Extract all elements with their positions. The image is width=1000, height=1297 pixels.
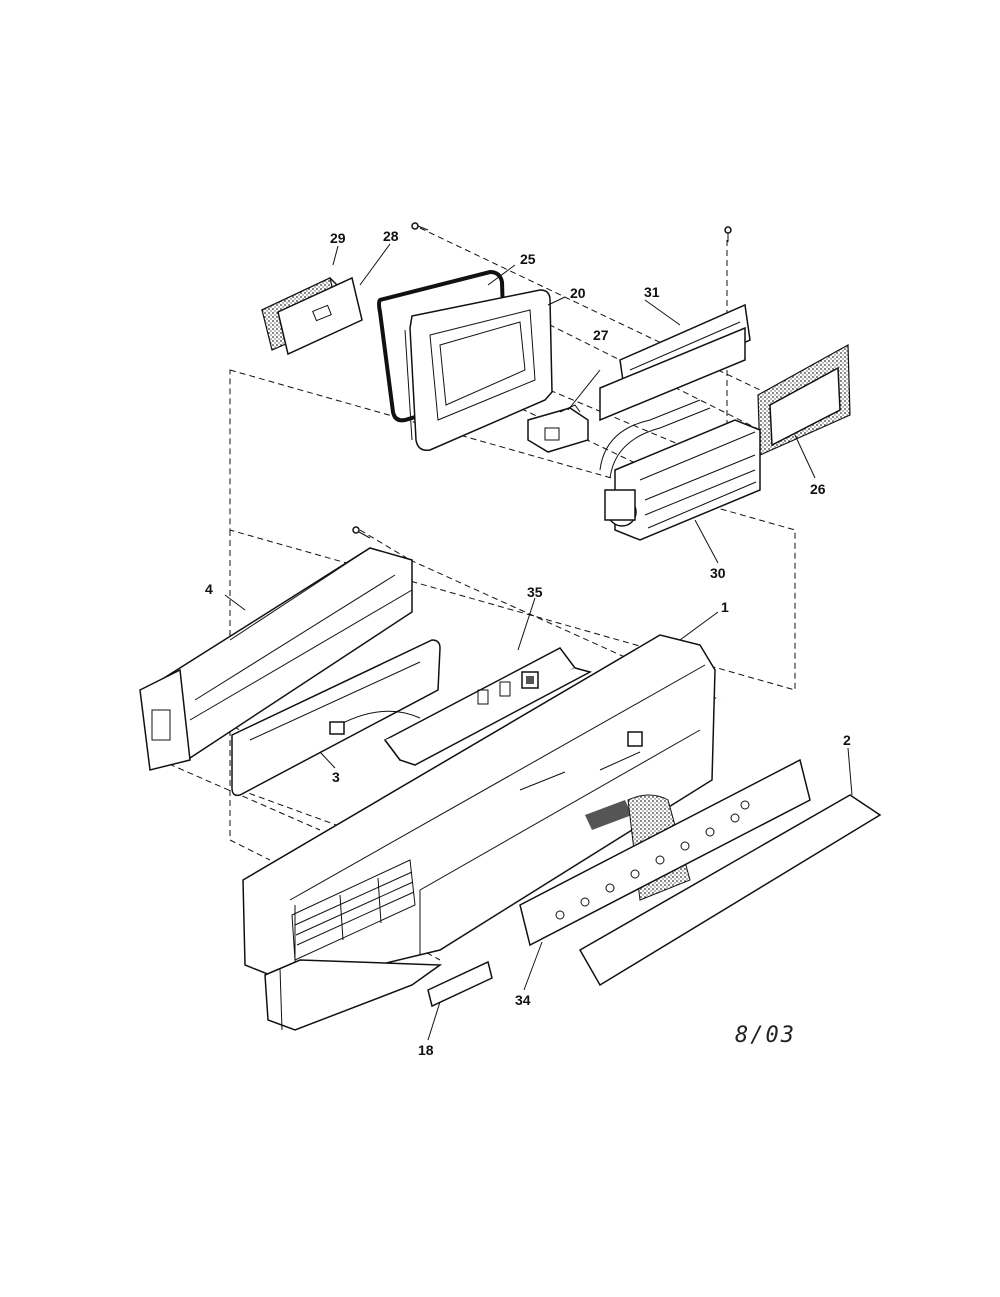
callout-27: 27 (593, 327, 609, 343)
callout-labels: 29 28 25 20 31 27 26 30 4 35 1 3 2 34 18 (205, 228, 851, 1058)
part-27-switch (527, 404, 589, 453)
part-4-duct-housing (139, 547, 413, 771)
keypad-buttons (555, 800, 750, 920)
callout-29: 29 (330, 230, 346, 246)
callout-4: 4 (205, 581, 213, 597)
vent-grille (291, 859, 416, 961)
callout-34: 34 (515, 992, 531, 1008)
part-18-badge (427, 960, 493, 1008)
callout-35: 35 (527, 584, 543, 600)
callout-25: 25 (520, 251, 536, 267)
part-31-vent-channel (599, 303, 751, 422)
part-34-keypad-panel (519, 758, 811, 947)
part-2-trim-strip (578, 794, 882, 987)
callout-20: 20 (570, 285, 586, 301)
part-3-control-board (231, 639, 441, 797)
callout-2: 2 (843, 732, 851, 748)
part-1-console-body (242, 634, 716, 1031)
screw-top-left-icon (411, 222, 429, 231)
part-35-electronic-board (383, 647, 593, 766)
callout-30: 30 (710, 565, 726, 581)
screw-left-icon (352, 526, 371, 539)
part-26-filter (757, 343, 851, 456)
part-28-cover-plate (277, 276, 363, 356)
part-30-blower (599, 399, 761, 541)
part-20-door-frame (404, 289, 553, 452)
screw-top-right-icon (724, 226, 732, 242)
callout-1: 1 (721, 599, 729, 615)
date-mark: 8/03 (735, 1023, 796, 1048)
callout-26: 26 (810, 481, 826, 497)
callout-31: 31 (644, 284, 660, 300)
callout-28: 28 (383, 228, 399, 244)
callout-3: 3 (332, 769, 340, 785)
callout-18: 18 (418, 1042, 434, 1058)
leader-lines (224, 243, 853, 1041)
